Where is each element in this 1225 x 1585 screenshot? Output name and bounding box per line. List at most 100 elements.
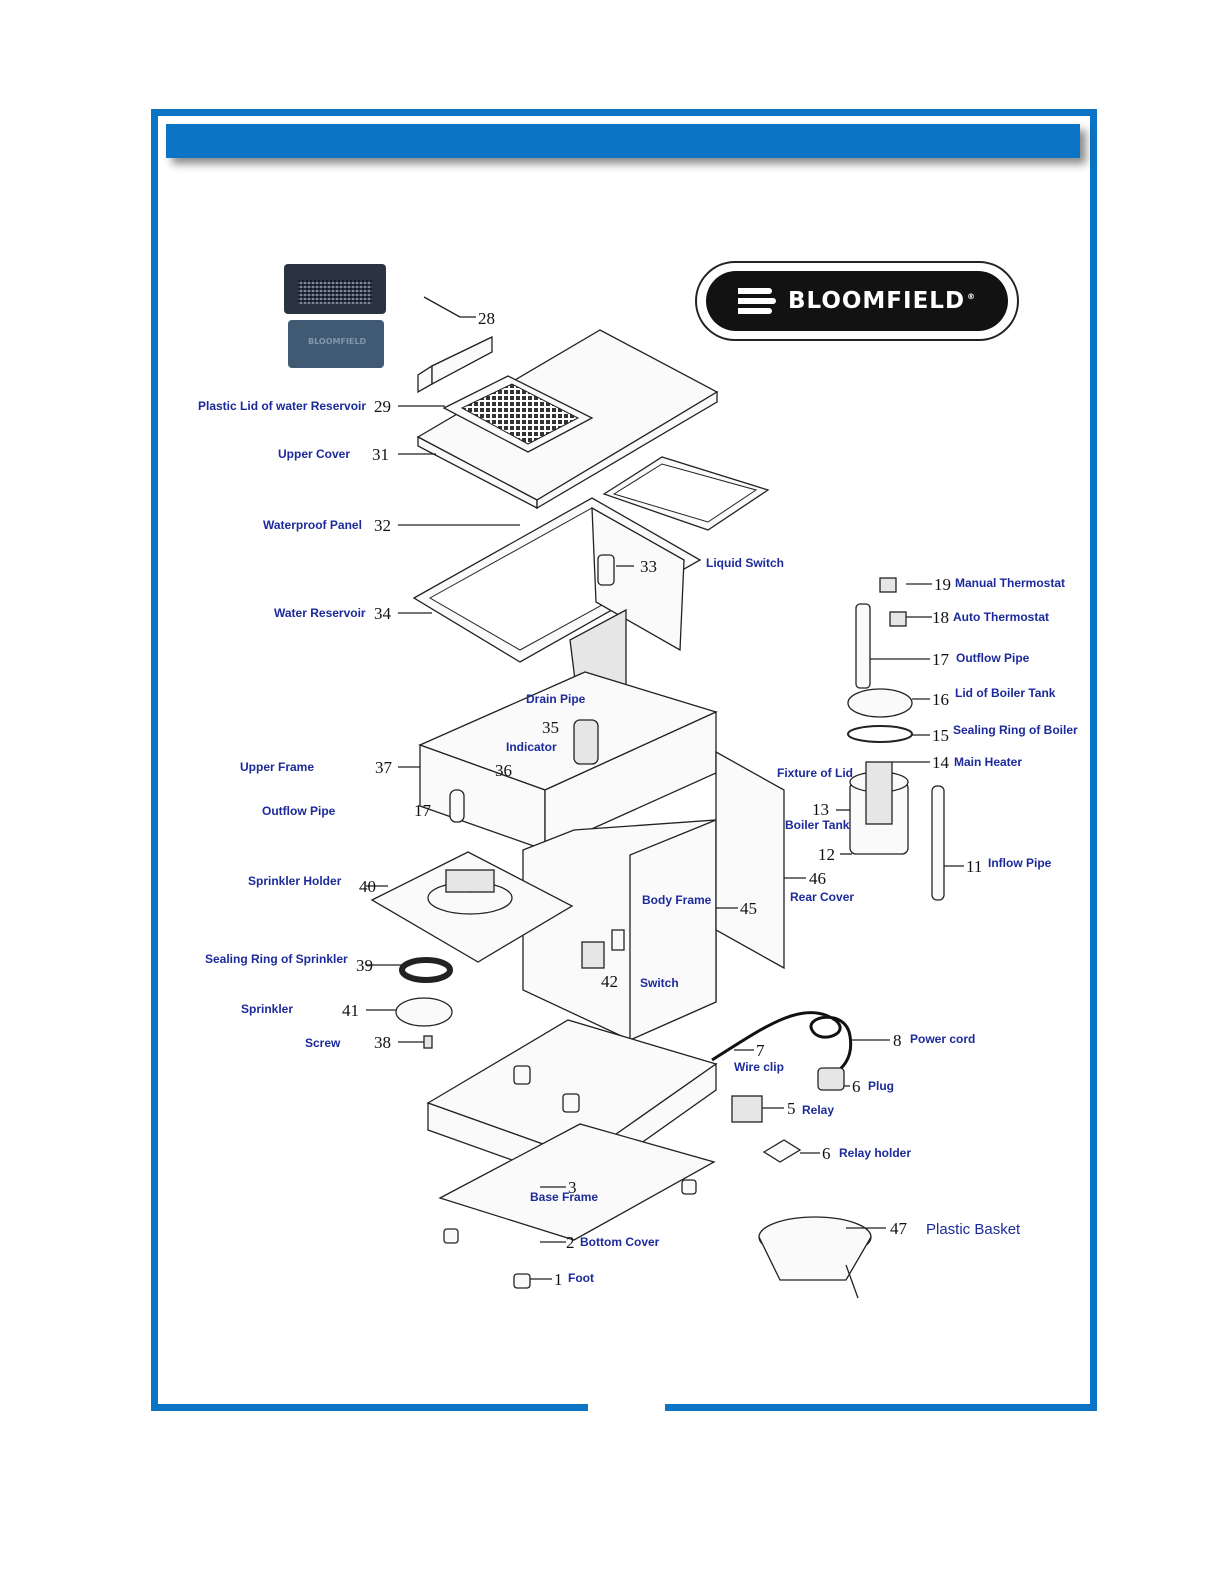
leader-lines — [366, 296, 964, 1280]
part-drawing-28 — [417, 335, 493, 394]
part-label-13: Boiler Tank — [785, 818, 850, 832]
part-num-42: 42 — [601, 972, 618, 991]
brand-mark-icon — [737, 288, 776, 314]
part-label-19: Manual Thermostat — [955, 576, 1065, 590]
part-label-7: Wire clip — [734, 1060, 784, 1074]
part-num-28: 28 — [478, 309, 495, 328]
part-label-6b: Relay holder — [839, 1146, 911, 1160]
part-num-45: 45 — [740, 899, 757, 918]
part-label-33: Liquid Switch — [706, 556, 784, 570]
part-drawing-17b — [449, 789, 465, 823]
part-drawing-18 — [889, 611, 907, 627]
part-drawing-8 — [711, 1011, 853, 1078]
part-num-6a: 6 — [852, 1077, 861, 1096]
part-num-2: 2 — [566, 1233, 575, 1252]
part-drawing-16 — [847, 688, 913, 718]
part-label-18: Auto Thermostat — [953, 610, 1049, 624]
part-drawing-29 — [442, 375, 594, 453]
part-label-46: Rear Cover — [790, 890, 854, 904]
part-label-35: Indicator — [506, 740, 557, 754]
part-num-37: 37 — [375, 758, 393, 777]
part-num-5: 5 — [787, 1099, 796, 1118]
part-label-5: Relay — [802, 1103, 834, 1117]
part-label-41: Sprinkler — [241, 1002, 293, 1016]
part-num-8: 8 — [893, 1031, 902, 1050]
photo-brand-text: BLOOMFIELD — [308, 337, 367, 346]
part-drawing-6a — [817, 1067, 845, 1091]
part-num-16: 16 — [932, 690, 949, 709]
part-drawing-37 — [418, 671, 718, 852]
part-label-16: Lid of Boiler Tank — [955, 686, 1056, 700]
part-num-33: 33 — [640, 557, 657, 576]
part-num-47: 47 — [890, 1219, 908, 1238]
part-num-11: 11 — [966, 857, 982, 876]
part-label-17b: Outflow Pipe — [262, 804, 336, 818]
part-drawing-47 — [758, 1216, 872, 1299]
part-label-3: Base Frame — [530, 1190, 598, 1204]
brand-logo: BLOOMFIELD® — [695, 261, 1019, 341]
part-num-31: 31 — [372, 445, 389, 464]
part-label-40: Sprinkler Holder — [248, 874, 342, 888]
part-num-13: 13 — [812, 800, 829, 819]
part-label-14: Main Heater — [954, 755, 1022, 769]
part-num-7: 7 — [756, 1041, 765, 1060]
part-drawing-15 — [847, 725, 913, 743]
part-num-15: 15 — [932, 726, 949, 745]
part-drawing-13 — [849, 761, 909, 855]
part-num-6b: 6 — [822, 1144, 831, 1163]
part-drawing-32 — [602, 456, 770, 531]
part-label-2: Bottom Cover — [580, 1235, 660, 1249]
part-label-39: Sealing Ring of Sprinkler — [205, 952, 348, 966]
part-label-11: Inflow Pipe — [988, 856, 1052, 870]
part-label-47: Plastic Basket — [926, 1221, 1021, 1238]
page-frame — [151, 109, 1097, 1411]
part-drawing-46 — [715, 750, 785, 970]
part-label-8: Power cord — [910, 1032, 975, 1046]
part-drawing-41 — [395, 997, 453, 1027]
part-num-39: 39 — [356, 956, 373, 975]
part-drawing-17a — [855, 603, 871, 689]
part-num-1: 1 — [554, 1270, 563, 1289]
part-drawing-45 — [522, 819, 717, 1041]
part-label-38: Screw — [305, 1036, 341, 1050]
part-label-37: Upper Frame — [240, 760, 314, 774]
part-num-19: 19 — [934, 575, 951, 594]
part-label-34: Water Reservoir — [274, 606, 366, 620]
part-drawing-19 — [879, 577, 897, 593]
part-drawing-40 — [370, 851, 574, 963]
part-num-14: 14 — [932, 753, 950, 772]
part-num-40: 40 — [359, 877, 376, 896]
part-drawing-6b — [762, 1139, 802, 1163]
part-num-36: 36 — [495, 761, 512, 780]
part-drawing-11 — [931, 785, 945, 901]
lid-photo: BLOOMFIELD — [284, 264, 386, 368]
header-bar — [166, 124, 1080, 158]
part-label-31: Upper Cover — [278, 447, 350, 461]
frame-bottom-left — [151, 1404, 588, 1411]
part-num-29: 29 — [374, 397, 391, 416]
part-label-15: Sealing Ring of Boiler — [953, 723, 1078, 737]
frame-bottom-right — [665, 1404, 1097, 1411]
part-label-1: Foot — [568, 1271, 594, 1285]
part-drawing-5 — [731, 1095, 763, 1123]
part-num-17a: 17 — [932, 650, 950, 669]
part-num-12: 12 — [818, 845, 835, 864]
part-drawing-1 — [443, 1179, 697, 1289]
part-num-18: 18 — [932, 608, 949, 627]
part-num-32: 32 — [374, 516, 391, 535]
part-label-29: Plastic Lid of water Reservoir — [198, 399, 366, 413]
part-label-32: Waterproof Panel — [263, 518, 362, 532]
part-num-41: 41 — [342, 1001, 359, 1020]
brand-name: BLOOMFIELD® — [787, 288, 977, 314]
part-num-38: 38 — [374, 1033, 391, 1052]
part-label-45: Body Frame — [642, 893, 712, 907]
part-drawing-38 — [423, 1035, 433, 1049]
lid-photo-open — [284, 264, 386, 314]
part-num-35: 35 — [542, 718, 559, 737]
part-label-6a: Plug — [868, 1079, 894, 1093]
part-num-17b: 17 — [414, 801, 432, 820]
part-drawing-34 — [412, 497, 702, 721]
part-num-3: 3 — [568, 1178, 577, 1197]
part-label-fixture: Fixture of Lid — [777, 766, 853, 780]
